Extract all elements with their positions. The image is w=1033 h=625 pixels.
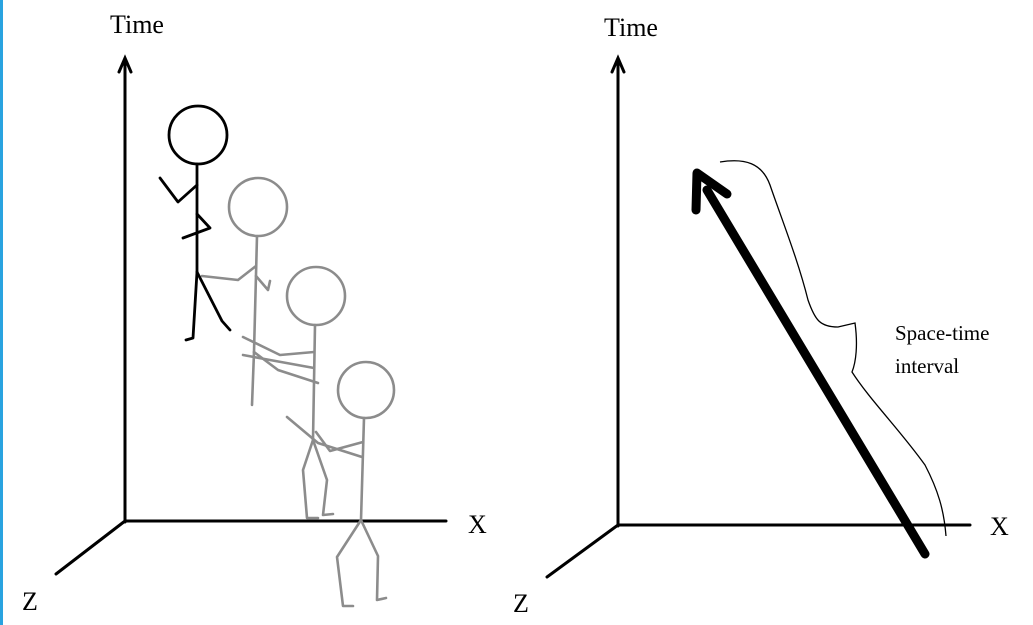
- left-panel: Time X Z: [22, 10, 487, 616]
- left-axes: [54, 54, 448, 576]
- stick-figure-ghost-3: [241, 265, 347, 520]
- interval-annotation-line2: interval: [895, 354, 959, 378]
- stick-figure-ghost-2: [200, 176, 320, 407]
- left-time-arrowhead: [117, 54, 133, 74]
- left-border-rule: [0, 0, 3, 625]
- interval-annotation-line1: Space-time: [895, 321, 989, 345]
- left-z-axis: [54, 519, 127, 576]
- left-z-label: Z: [22, 587, 38, 616]
- stick-figure-current: [158, 104, 232, 342]
- right-x-label: X: [990, 512, 1009, 541]
- right-time-arrowhead: [610, 54, 626, 74]
- right-z-axis: [545, 523, 620, 579]
- right-time-label: Time: [604, 13, 658, 42]
- stick-figure-ghost-4: [285, 360, 396, 608]
- left-time-label: Time: [110, 10, 164, 39]
- right-z-label: Z: [513, 589, 529, 618]
- right-axes: [545, 54, 972, 579]
- right-panel: Time X Z Space-time interval: [513, 13, 1009, 618]
- left-x-label: X: [468, 510, 487, 539]
- interval-brace: [719, 160, 947, 537]
- worldline-arrow: [691, 168, 930, 559]
